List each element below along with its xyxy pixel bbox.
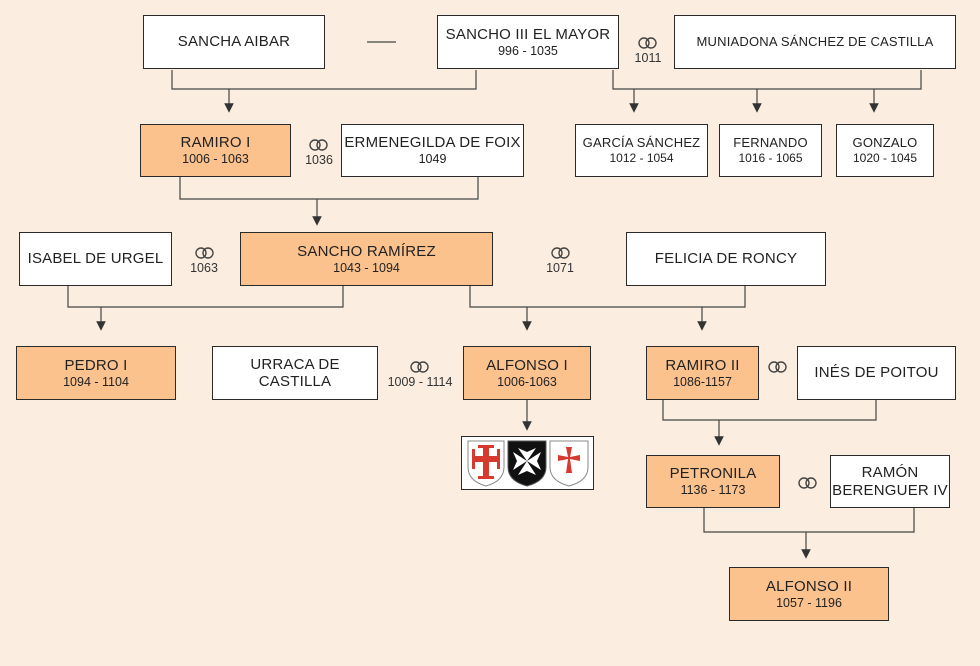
node-dates: 1049 — [418, 152, 447, 167]
node-alfonso-i: ALFONSO I 1006-1063 — [463, 346, 591, 400]
node-name: ERMENEGILDA DE FOIX — [344, 134, 521, 152]
node-name: FERNANDO — [733, 134, 808, 150]
node-fernando: FERNANDO 1016 - 1065 — [719, 124, 822, 177]
node-isabel: ISABEL DE URGEL — [19, 232, 172, 286]
node-dates: 1020 - 1045 — [852, 150, 918, 165]
interlocked-rings-icon — [768, 361, 787, 373]
marriage-year-sancho-isabel: 1063 — [190, 261, 218, 275]
marriage-year-alfonso-urraca: 1009 - 1114 — [387, 375, 453, 389]
node-name: PETRONILA — [669, 465, 757, 483]
node-dates: 1006 - 1063 — [182, 152, 249, 167]
interlocked-rings-icon — [638, 37, 657, 49]
interlocked-rings-icon — [410, 361, 429, 373]
node-dates: 1086-1157 — [673, 374, 732, 389]
node-urraca: URRACA DE CASTILLA — [212, 346, 378, 400]
templar-cross-icon — [549, 440, 589, 487]
node-ramiro-ii: RAMIRO II 1086-1157 — [646, 346, 759, 400]
bracket-sancho-muniadona — [612, 70, 922, 90]
node-name-line-1: RAMÓN — [861, 464, 919, 482]
node-name: ISABEL DE URGEL — [27, 250, 164, 268]
node-dates: 1012 - 1054 — [609, 150, 674, 165]
node-dates: 1006-1063 — [497, 374, 557, 389]
node-ines: INÉS DE POITOU — [797, 346, 956, 400]
interlocked-rings-icon — [195, 247, 214, 259]
node-name-line-2: BERENGUER IV — [832, 481, 948, 499]
node-pedro-i: PEDRO I 1094 - 1104 — [16, 346, 176, 400]
node-name: SANCHO RAMÍREZ — [297, 242, 436, 260]
node-dates: 1094 - 1104 — [63, 374, 129, 389]
node-name: RAMIRO II — [665, 356, 740, 374]
marriage-year-ramiro-ermenegilda: 1036 — [305, 153, 333, 167]
maltese-cross-icon — [507, 440, 547, 487]
node-gonzalo: GONZALO 1020 - 1045 — [836, 124, 934, 177]
node-petronila: PETRONILA 1136 - 1173 — [646, 455, 780, 508]
bracket-ramiro-ermenegilda — [179, 177, 479, 200]
node-dates: 1136 - 1173 — [680, 483, 746, 498]
node-name: PEDRO I — [64, 356, 128, 374]
node-name: MUNIADONA SÁNCHEZ DE CASTILLA — [696, 33, 934, 49]
node-dates: 996 - 1035 — [498, 43, 558, 58]
node-sancho-iii: SANCHO III EL MAYOR 996 - 1035 — [437, 15, 619, 69]
bracket-sancha-sancho — [171, 70, 477, 90]
node-name: GARCÍA SÁNCHEZ — [582, 134, 701, 150]
marriage-year-sancho-felicia: 1071 — [546, 261, 574, 275]
node-felicia: FELICIA DE RONCY — [626, 232, 826, 286]
node-dates: 1016 - 1065 — [738, 150, 803, 165]
node-ermenegilda: ERMENEGILDA DE FOIX 1049 — [341, 124, 524, 177]
node-muniadona: MUNIADONA SÁNCHEZ DE CASTILLA — [674, 15, 956, 69]
node-name: RAMIRO I — [180, 134, 251, 152]
node-name: URRACA DE CASTILLA — [250, 355, 340, 390]
node-name: ALFONSO I — [486, 356, 568, 374]
bracket-petronila-ramon — [703, 508, 915, 533]
node-name: SANCHA AIBAR — [177, 33, 291, 51]
bracket-ramiro-ines — [662, 400, 877, 421]
node-dates: 1043 - 1094 — [333, 260, 400, 275]
bracket-sancho-felicia — [469, 286, 746, 308]
node-dates: 1057 - 1196 — [776, 595, 842, 610]
node-name: FELICIA DE RONCY — [654, 250, 798, 268]
node-ramiro-i: RAMIRO I 1006 - 1063 — [140, 124, 291, 177]
interlocked-rings-icon — [551, 247, 570, 259]
military-orders-crosses — [461, 436, 594, 490]
node-name: INÉS DE POITOU — [814, 364, 939, 382]
jerusalem-cross-icon — [467, 440, 505, 487]
node-garcia: GARCÍA SÁNCHEZ 1012 - 1054 — [575, 124, 708, 177]
bracket-isabel-sancho — [67, 286, 344, 308]
node-ramon-berenguer: RAMÓN BERENGUER IV — [830, 455, 950, 508]
node-sancho-ramirez: SANCHO RAMÍREZ 1043 - 1094 — [240, 232, 493, 286]
node-name: ALFONSO II — [765, 577, 853, 595]
node-name: SANCHO III EL MAYOR — [445, 25, 611, 43]
marriage-year-sancho-muniadona: 1011 — [634, 51, 662, 65]
node-sancha-aibar: SANCHA AIBAR — [143, 15, 325, 69]
node-alfonso-ii: ALFONSO II 1057 - 1196 — [729, 567, 889, 621]
interlocked-rings-icon — [798, 477, 817, 489]
node-name: GONZALO — [852, 134, 918, 150]
interlocked-rings-icon — [309, 139, 328, 151]
